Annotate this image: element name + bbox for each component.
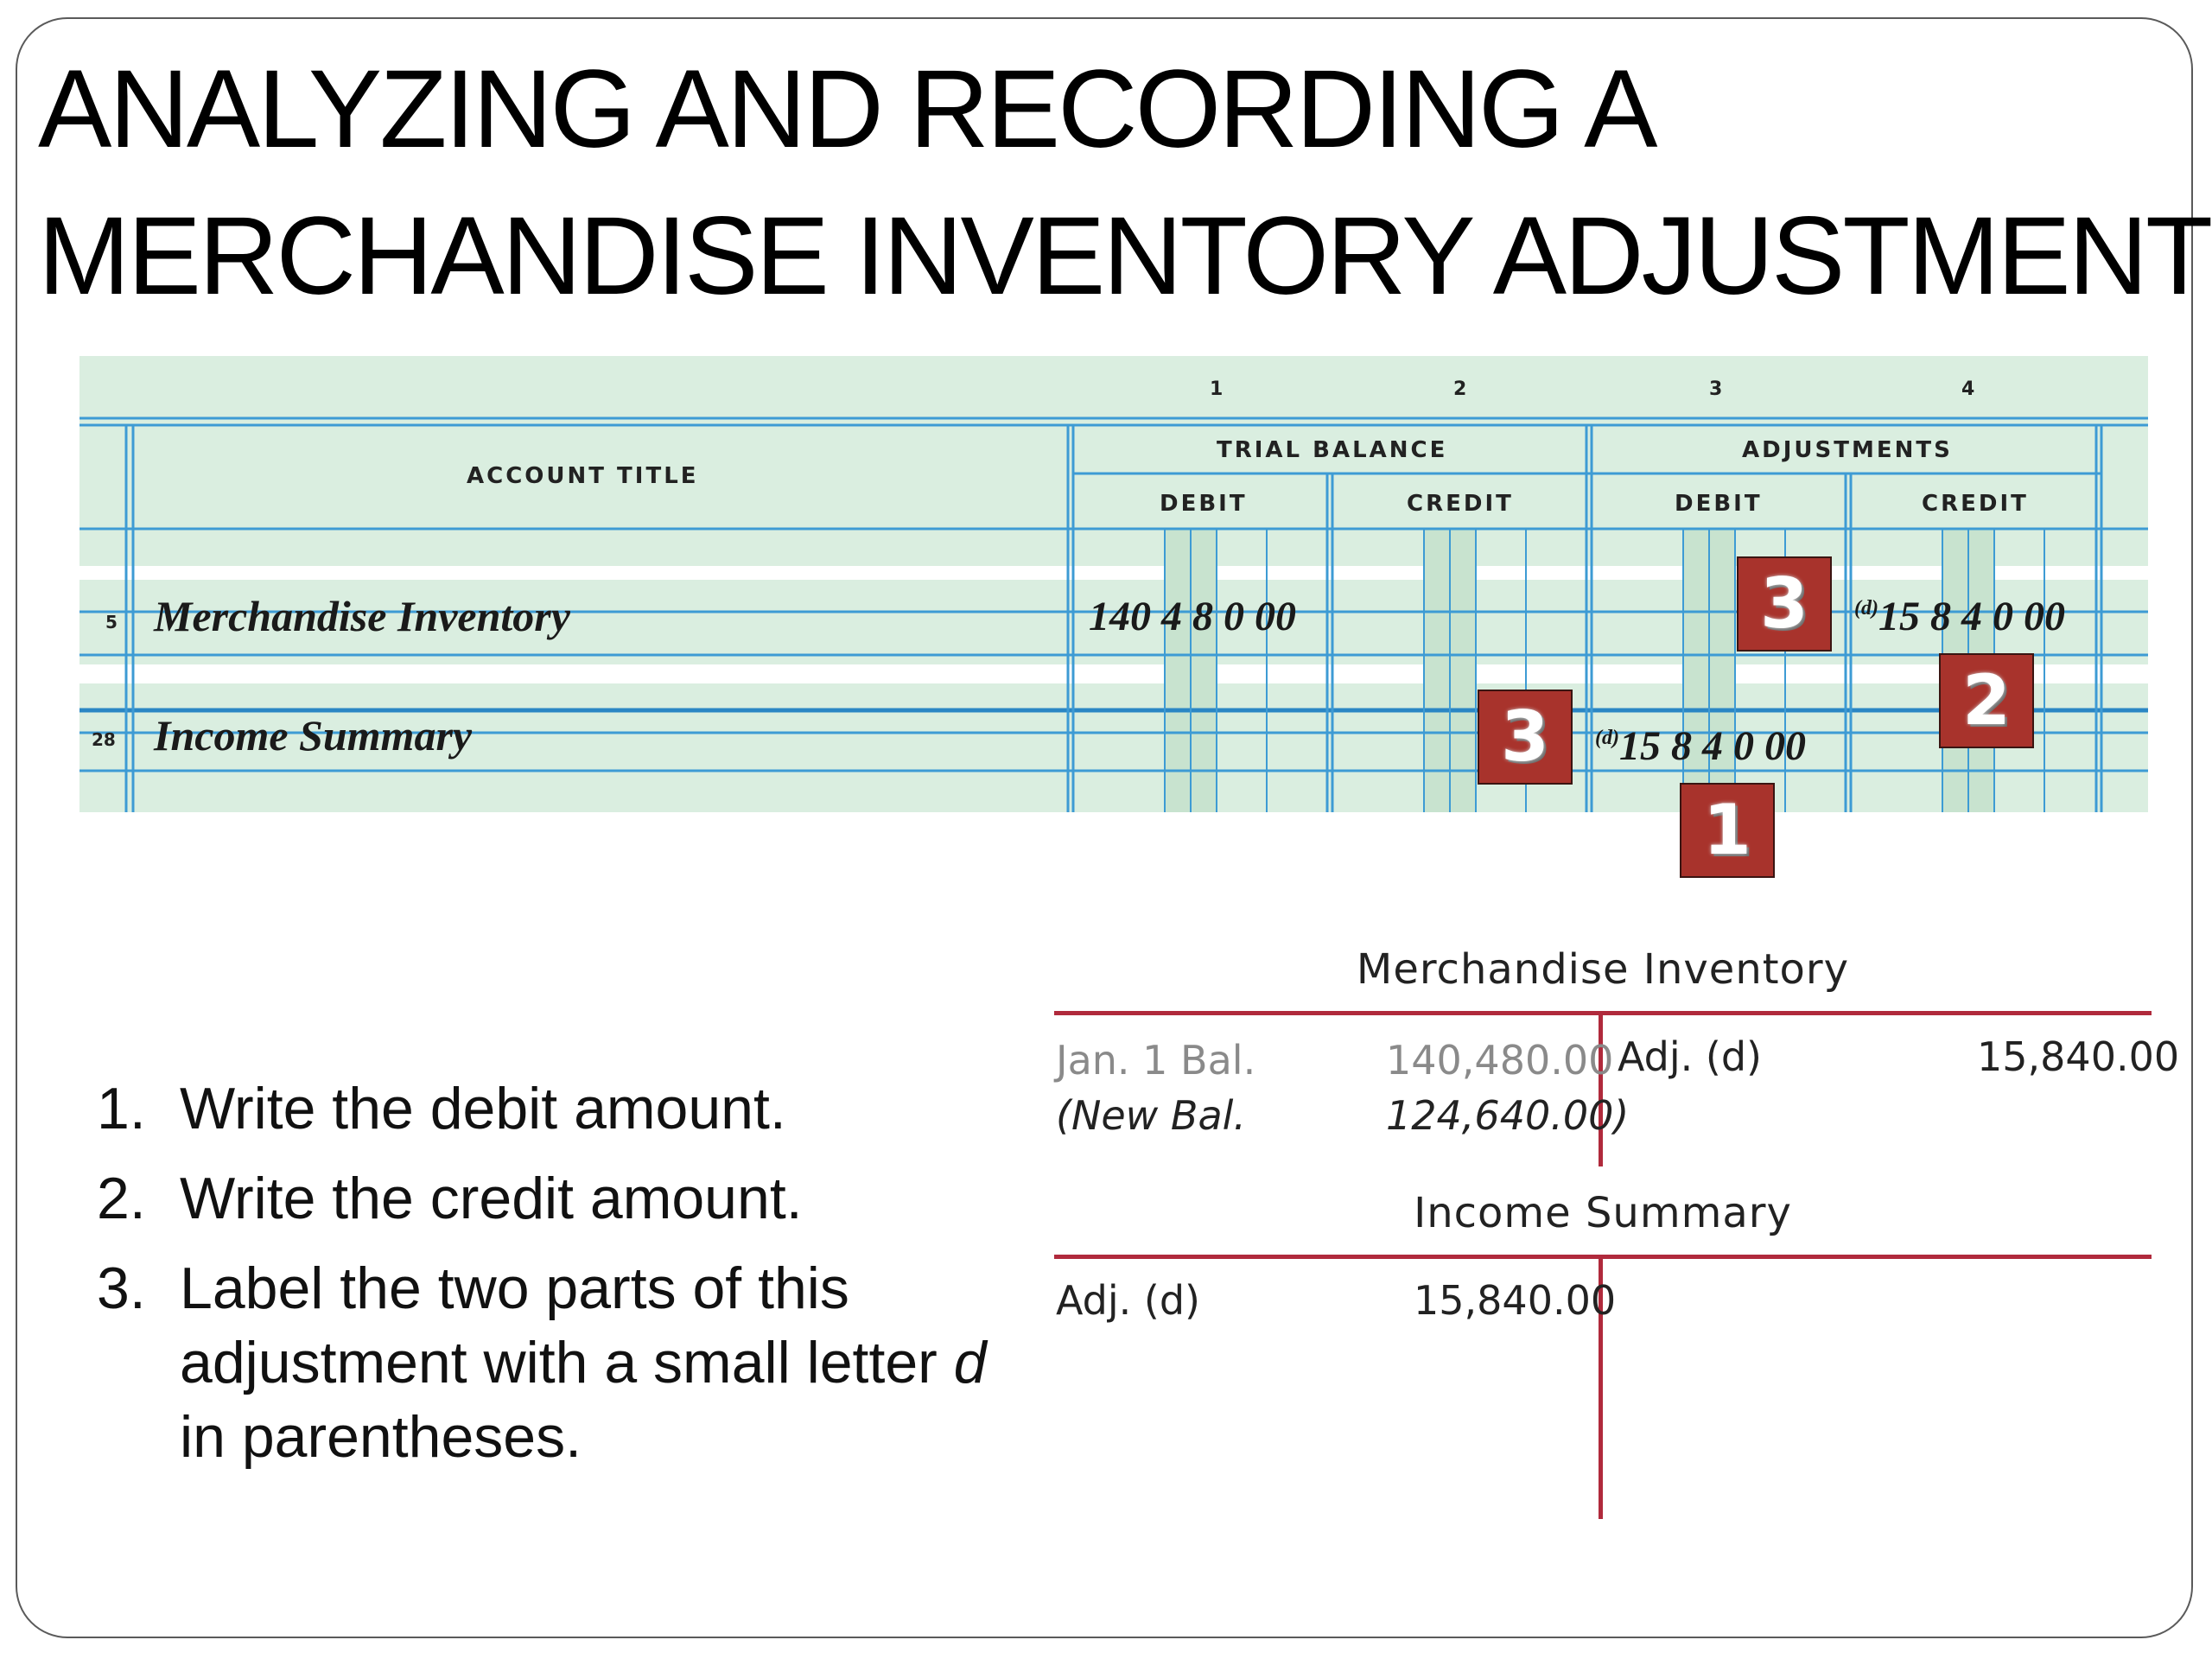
step-number: 2.: [97, 1166, 146, 1231]
step-marker-2: 2: [1939, 653, 2034, 748]
step-text: Write the debit amount.: [180, 1076, 786, 1141]
credit-label: Adj. (d): [1618, 1033, 1762, 1080]
column-number-2: 2: [1453, 378, 1467, 400]
step-marker-1: 1: [1680, 783, 1775, 878]
slide-title: ANALYZING AND RECORDING A MERCHANDISE IN…: [38, 36, 2212, 330]
column-number-3: 3: [1709, 378, 1723, 400]
adj-debit-amount: 15 8 4 0 00: [1618, 723, 1806, 769]
new-balance-amount: 124,640.00): [1386, 1092, 1630, 1139]
tb-debit-amount: 140 4 8 0 00: [1089, 594, 1296, 639]
worksheet-grid: [79, 356, 2148, 812]
t-account-top-rule: [1054, 1255, 2152, 1259]
step-text: Label the two parts of this adjustment w…: [180, 1255, 954, 1395]
debit-label: Jan. 1 Bal.: [1056, 1037, 1256, 1084]
column-number-1: 1: [1210, 378, 1224, 400]
title-line-2: MERCHANDISE INVENTORY ADJUSTMENT: [38, 194, 2212, 318]
step-number: 1.: [97, 1076, 146, 1141]
column-number-4: 4: [1961, 378, 1975, 400]
adjustment-letter: (d): [1854, 597, 1878, 620]
account-title-header: ACCOUNT TITLE: [467, 463, 699, 489]
row-line-number: 5: [105, 612, 118, 632]
instruction-step-1: 1. Write the debit amount.: [97, 1071, 1039, 1146]
t-account-center-rule: [1599, 1255, 1603, 1519]
account-income-summary: Income Summary: [154, 711, 473, 760]
tb-credit-header: CREDIT: [1407, 491, 1514, 517]
t-account-top-rule: [1054, 1011, 2152, 1015]
trial-balance-header: TRIAL BALANCE: [1217, 437, 1448, 463]
row-line-number: 28: [92, 729, 116, 750]
account-merchandise-inventory: Merchandise Inventory: [154, 592, 570, 640]
adj-debit-header: DEBIT: [1675, 491, 1763, 517]
worksheet-excerpt: 1 2 3 4 ACCOUNT TITLE TRIAL BALANCE ADJU…: [79, 356, 2148, 812]
adj-credit-entry: (d)15 8 4 0 00: [1854, 593, 2065, 640]
t-account-title: Income Summary: [1414, 1189, 1792, 1237]
t-account-merchandise-inventory: Merchandise Inventory Jan. 1 Bal. 140,48…: [1054, 942, 2179, 1166]
instruction-list: 1. Write the debit amount. 2. Write the …: [97, 1071, 1039, 1490]
step-number: 3.: [97, 1255, 146, 1321]
step-emphasis: d: [953, 1330, 987, 1395]
new-balance-label: (New Bal.: [1056, 1092, 1247, 1139]
adjustments-header: ADJUSTMENTS: [1742, 437, 1953, 463]
step-text-end: in parentheses.: [180, 1404, 582, 1470]
adj-credit-header: CREDIT: [1922, 491, 2029, 517]
adj-debit-entry: (d)15 8 4 0 00: [1595, 722, 1806, 770]
t-account-center-rule: [1599, 1011, 1603, 1166]
instruction-step-3: 3. Label the two parts of this adjustmen…: [97, 1251, 1039, 1474]
step-marker-3-debit: 3: [1478, 690, 1573, 785]
debit-label: Adj. (d): [1056, 1277, 1200, 1324]
instruction-step-2: 2. Write the credit amount.: [97, 1161, 1039, 1236]
tb-debit-header: DEBIT: [1160, 491, 1248, 517]
debit-amount: 140,480.00: [1386, 1037, 1614, 1084]
step-marker-3-credit: 3: [1737, 556, 1832, 652]
t-account-title: Merchandise Inventory: [1356, 945, 1850, 994]
adj-credit-amount: 15 8 4 0 00: [1878, 594, 2065, 639]
debit-amount: 15,840.00: [1414, 1277, 1617, 1324]
adjustment-letter: (d): [1595, 727, 1619, 749]
step-text: Write the credit amount.: [180, 1166, 803, 1231]
credit-amount: 15,840.00: [1977, 1033, 2180, 1080]
slide-frame: [16, 17, 2193, 1638]
t-account-income-summary: Income Summary Adj. (d) 15,840.00: [1054, 1185, 2152, 1521]
title-line-1: ANALYZING AND RECORDING A: [38, 48, 1657, 171]
